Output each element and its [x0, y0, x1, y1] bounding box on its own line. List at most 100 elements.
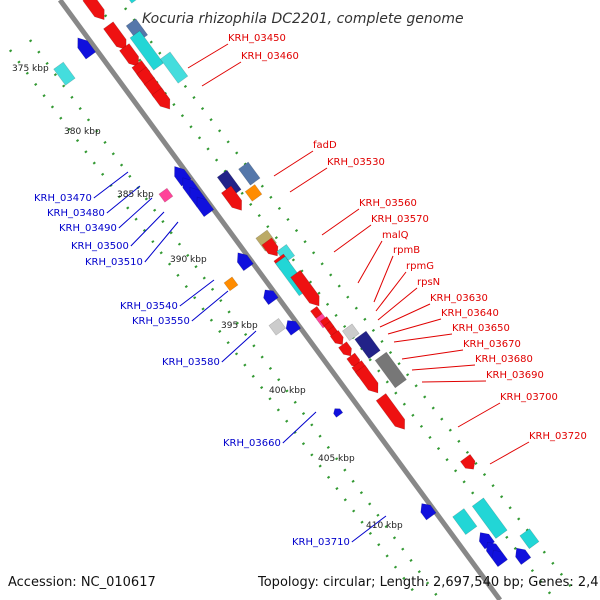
ruler-tick-label: 380 kbp: [64, 127, 101, 137]
gene-label-reverse[interactable]: KRH_03550: [132, 316, 190, 327]
gene-feature-block[interactable]: [238, 161, 261, 186]
gene-label-reverse[interactable]: KRH_03470: [34, 193, 92, 204]
ruler-tick-label: 400 kbp: [269, 386, 306, 396]
gene-feature-block[interactable]: [471, 497, 508, 539]
gene-arrow[interactable]: [233, 249, 254, 272]
gene-arrow[interactable]: [338, 341, 355, 359]
gene-feature-block[interactable]: [519, 528, 540, 550]
ruler-tick-label: 395 kbp: [221, 321, 258, 331]
label-connector-line: [118, 197, 153, 229]
gene-feature-block[interactable]: [341, 323, 360, 342]
gene-label-reverse[interactable]: KRH_03660: [223, 438, 281, 449]
gene-feature-block[interactable]: [159, 51, 189, 84]
gene-feature-block[interactable]: [452, 508, 478, 536]
gene-arrow[interactable]: [283, 317, 302, 336]
label-connector-line: [130, 211, 165, 247]
label-connector-line: [375, 271, 407, 312]
gene-arrow[interactable]: [103, 21, 130, 53]
ruler-tick-label: 375 kbp: [12, 64, 49, 74]
gene-label-forward[interactable]: KRH_03700: [500, 392, 558, 403]
gene-arrow[interactable]: [460, 453, 478, 472]
gene-arrow[interactable]: [332, 406, 344, 418]
gene-feature-block[interactable]: [223, 276, 239, 292]
label-connector-line: [379, 303, 431, 328]
gene-feature-block[interactable]: [354, 330, 381, 360]
gene-feature-block[interactable]: [158, 187, 174, 203]
label-connector-line: [377, 287, 418, 321]
label-connector-line: [93, 171, 129, 199]
gene-label-forward[interactable]: KRH_03670: [463, 339, 521, 350]
gene-label-forward[interactable]: KRH_03640: [441, 308, 499, 319]
gene-label-forward[interactable]: KRH_03460: [241, 51, 299, 62]
label-connector-line: [373, 255, 394, 303]
gene-arrow[interactable]: [192, 193, 215, 218]
gene-arrow[interactable]: [82, 0, 109, 23]
label-connector-line: [273, 150, 314, 177]
gene-label-forward[interactable]: KRH_03530: [327, 157, 385, 168]
gene-feature-block[interactable]: [53, 61, 76, 86]
label-connector-line: [489, 441, 530, 465]
gene-label-forward[interactable]: malQ: [382, 230, 409, 241]
label-connector-line: [187, 43, 229, 69]
ruler-tick-label: 385 kbp: [117, 190, 154, 200]
gene-label-forward[interactable]: rpmB: [393, 245, 420, 256]
gene-feature-block[interactable]: [113, 0, 142, 4]
gene-arrow[interactable]: [475, 529, 495, 550]
gene-feature-block[interactable]: [244, 184, 263, 202]
ruler-tick-label: 390 kbp: [170, 255, 207, 265]
gene-arrow[interactable]: [261, 237, 282, 260]
gene-label-reverse[interactable]: KRH_03540: [120, 301, 178, 312]
gene-arrow[interactable]: [260, 286, 279, 306]
label-connector-line: [457, 402, 501, 428]
gene-arrow[interactable]: [329, 329, 346, 347]
gene-arrow[interactable]: [417, 500, 437, 521]
gene-label-forward[interactable]: rpsN: [417, 277, 440, 288]
gene-label-forward[interactable]: KRH_03450: [228, 33, 286, 44]
gene-label-forward[interactable]: KRH_03720: [529, 431, 587, 442]
label-connector-line: [191, 290, 229, 322]
gene-label-reverse[interactable]: KRH_03580: [162, 357, 220, 368]
label-connector-line: [106, 185, 141, 214]
ruler-ticks: 375 kbp 380 kbp 385 kbp 390 kbp 395 kbp 400 k…: [12, 64, 403, 531]
gene-arrow[interactable]: [375, 393, 409, 433]
map-title: Kocuria rhizophila DC2201, complete geno…: [142, 11, 464, 27]
gene-label-reverse[interactable]: KRH_03490: [59, 223, 117, 234]
gene-arrow[interactable]: [512, 545, 532, 566]
gene-arrow[interactable]: [119, 43, 143, 70]
gene-label-reverse[interactable]: KRH_03480: [47, 208, 105, 219]
label-connector-line: [401, 349, 464, 360]
gene-arrow[interactable]: [220, 185, 246, 214]
gene-label-forward[interactable]: KRH_03630: [430, 293, 488, 304]
gene-label-forward[interactable]: fadD: [313, 140, 337, 151]
label-connector-line: [179, 279, 215, 307]
gene-label-reverse[interactable]: KRH_03510: [85, 257, 143, 268]
gene-label-forward[interactable]: KRH_03560: [359, 198, 417, 209]
gene-feature-block[interactable]: [374, 351, 407, 389]
gene-label-forward[interactable]: KRH_03680: [475, 354, 533, 365]
gene-arrow[interactable]: [151, 87, 175, 113]
gene-label-reverse[interactable]: KRH_03710: [292, 537, 350, 548]
gene-label-forward[interactable]: KRH_03570: [371, 214, 429, 225]
gene-label-forward[interactable]: rpmG: [406, 261, 434, 272]
gene-label-reverse[interactable]: KRH_03500: [71, 241, 129, 252]
gene-arrow[interactable]: [488, 547, 508, 568]
gene-feature-block[interactable]: [129, 30, 164, 71]
gene-feature-block[interactable]: [268, 317, 287, 336]
gene-arrow[interactable]: [354, 364, 382, 396]
gene-arrow[interactable]: [73, 34, 97, 60]
label-connector-line: [221, 330, 257, 363]
label-connector-line: [282, 411, 317, 444]
label-connector-line: [387, 318, 442, 335]
chromosome-backbone: [57, 0, 503, 600]
label-connector-line: [201, 61, 242, 87]
gene-label-forward[interactable]: KRH_03690: [486, 370, 544, 381]
accession-text: Accession: NC_010617: [8, 575, 156, 590]
label-connector-line: [411, 364, 476, 371]
gene-features[interactable]: [53, 0, 540, 568]
label-connector-line: [357, 240, 383, 284]
gene-arrow[interactable]: [290, 269, 324, 309]
label-connector-line: [144, 221, 179, 263]
gene-label-forward[interactable]: KRH_03650: [452, 323, 510, 334]
